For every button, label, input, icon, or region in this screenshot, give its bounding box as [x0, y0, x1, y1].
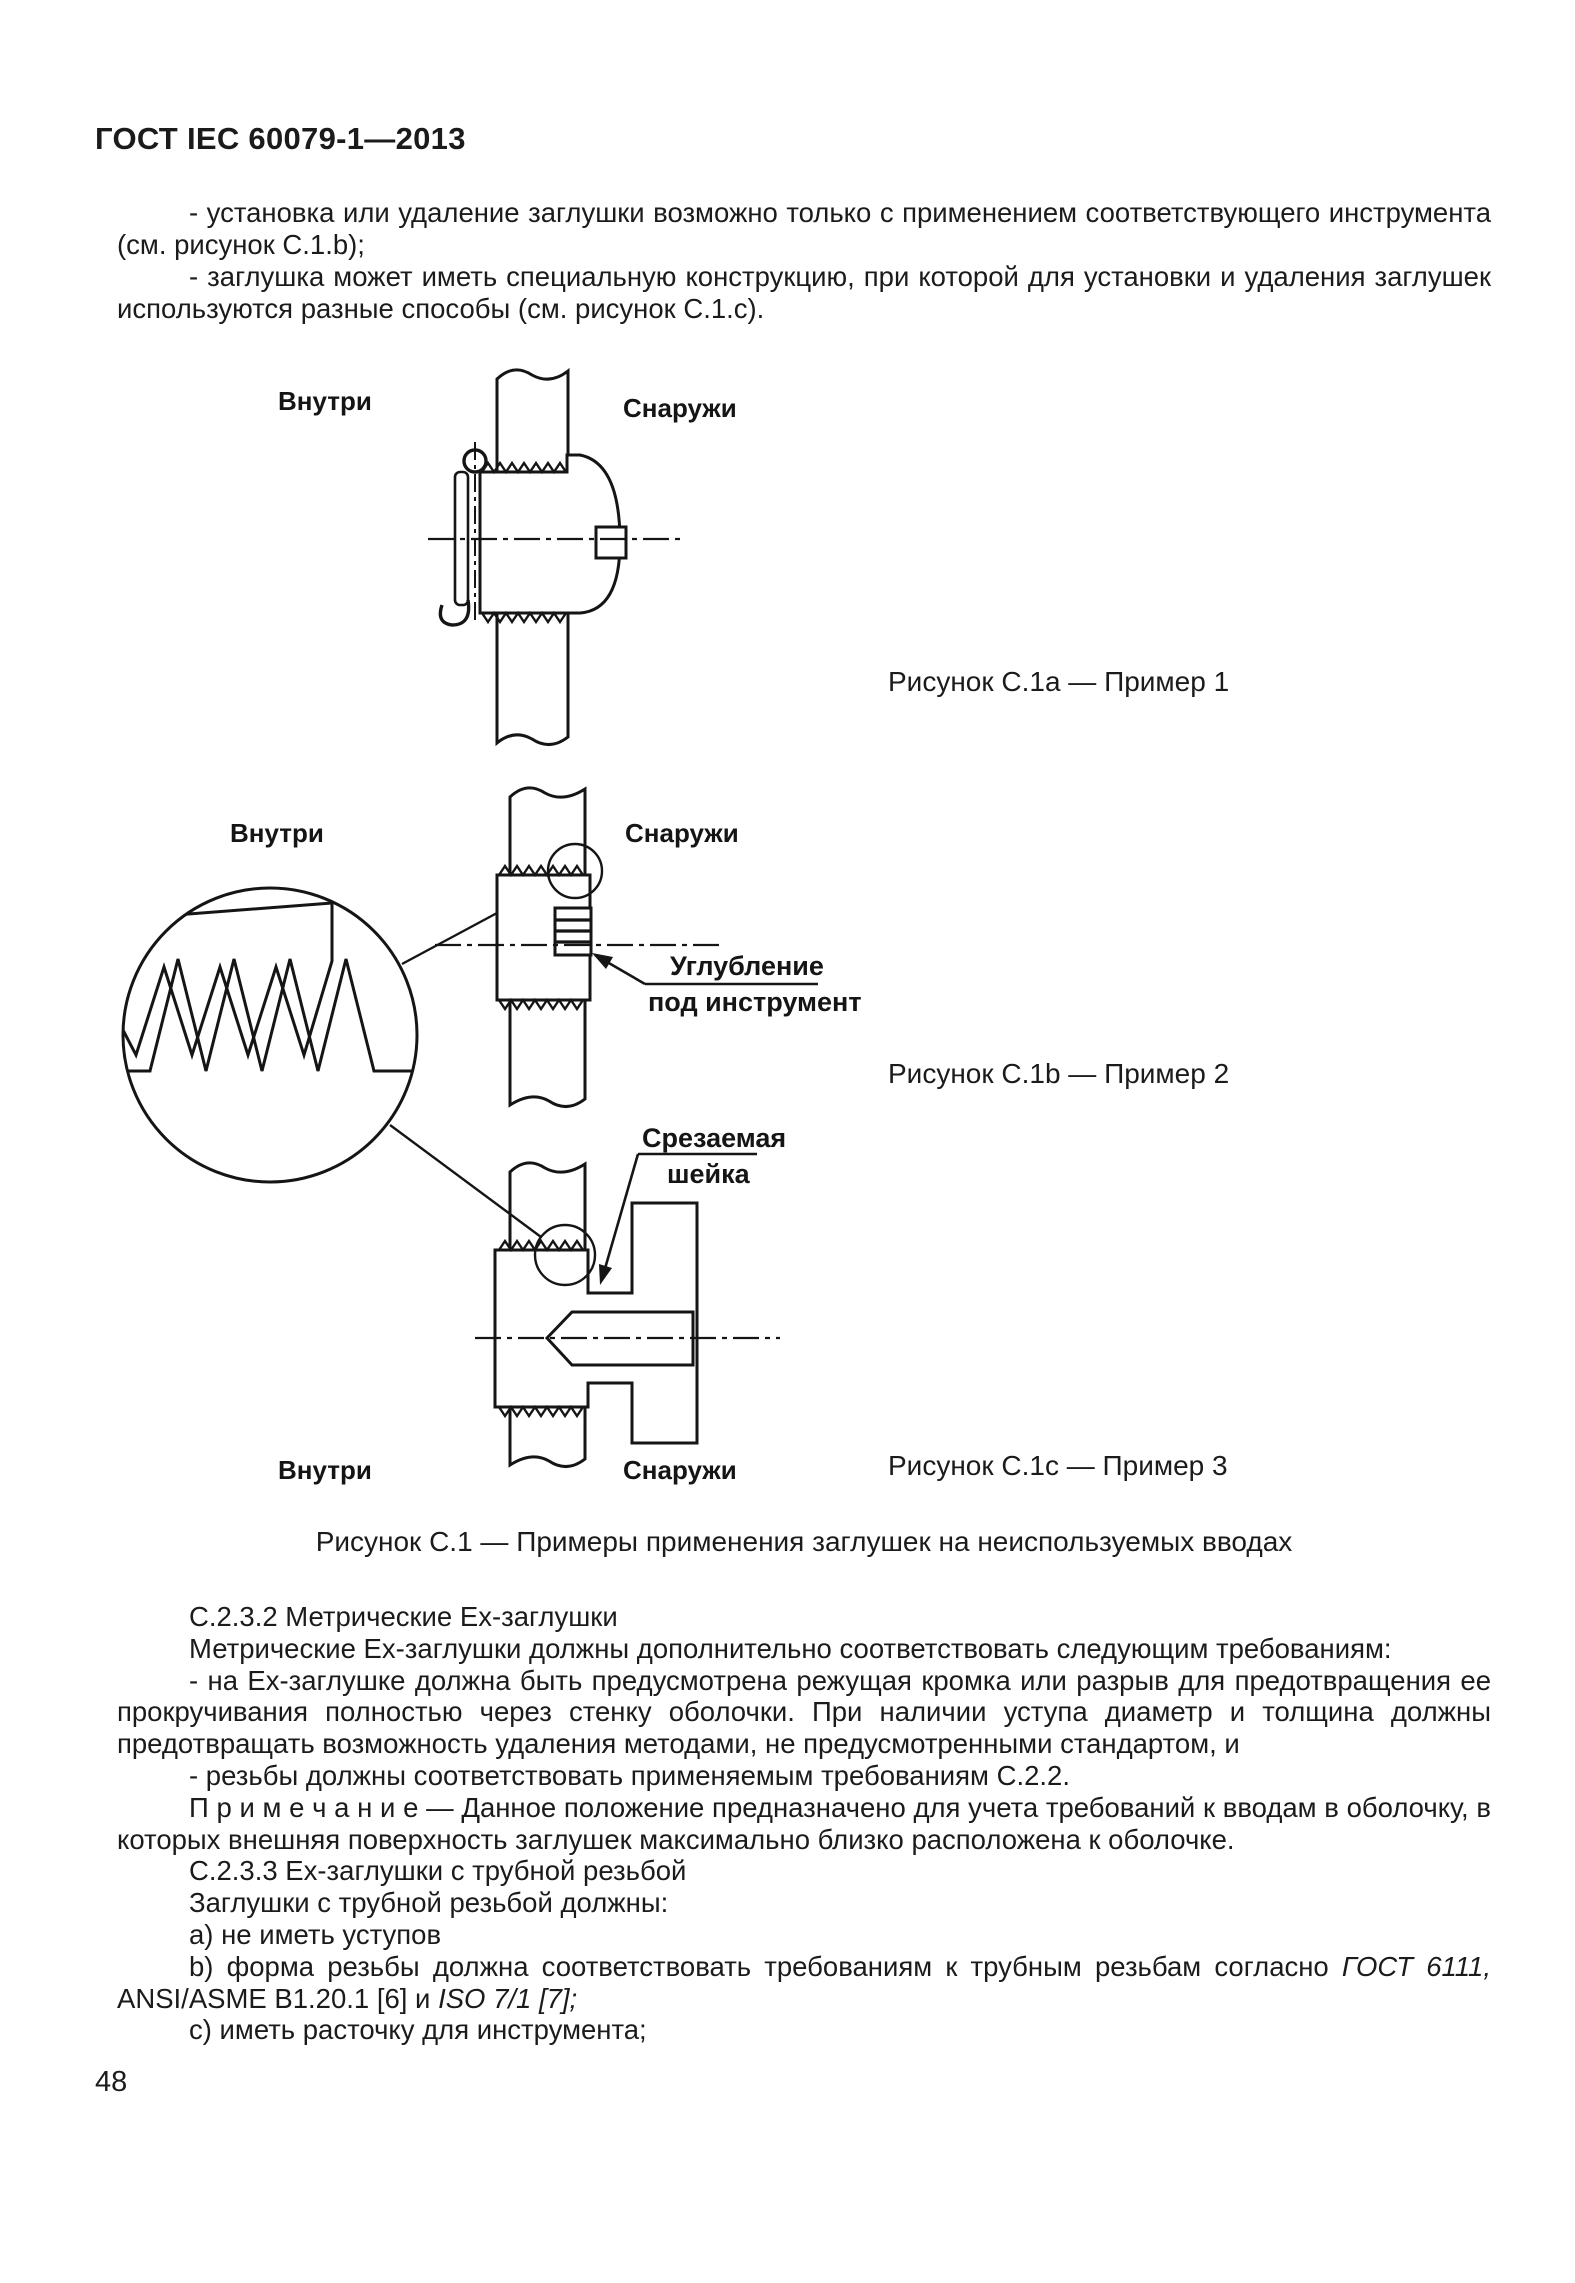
detail-leader-to-c: [389, 1124, 542, 1238]
list-item-b: b) форма резьбы должна соответствовать т…: [117, 1951, 1491, 2015]
section-232-title: С.2.3.2 Метрические Ex-заглушки: [189, 1601, 618, 1632]
detail-circle-b: [546, 842, 604, 900]
wall-section-b: [508, 786, 587, 1108]
list-item-b-ref-gost: ГОСТ 6111,: [1341, 1950, 1491, 1982]
caption-figure-c1c: Рисунок С.1с — Пример 3: [888, 1450, 1228, 1481]
callout-neck-line1: Срезаемая: [642, 1123, 786, 1153]
intro-paragraph-2: - заглушка может иметь специальную конст…: [117, 261, 1491, 324]
clip-curl-a: [438, 599, 471, 627]
figure-c1c-example3: Срезаемая шейка Внутри Снаружи: [278, 1123, 786, 1485]
section-233-title: С.2.3.3 Ex-заглушки с трубной резьбой: [189, 1855, 687, 1887]
detail-wall-thread: [123, 901, 334, 1061]
plug-body-c-hatch: [493, 1201, 699, 1445]
label-outside-a: Снаружи: [623, 393, 737, 423]
thread-edge-a-top: [481, 460, 567, 475]
list-item-b-mid: ANSI/ASME В1.20.1 [6] и: [117, 1982, 439, 2014]
label-outside-c: Снаружи: [623, 1455, 737, 1485]
section-232-note: П р и м е ч а н и е — Данное положение п…: [117, 1791, 1491, 1855]
page-number: 48: [95, 2066, 128, 2098]
section-232-item-2: - резьбы должны соответствовать применяе…: [189, 1759, 1070, 1791]
page-title: ГОСТ IEC 60079-1—2013: [95, 121, 466, 156]
label-outside-b: Снаружи: [625, 818, 739, 848]
callout-neck-line2: шейка: [667, 1159, 751, 1189]
intro-paragraph-1: - установка или удаление заглушки возмож…: [117, 197, 1491, 260]
section-233-intro: Заглушки с трубной резьбой должны:: [189, 1887, 669, 1919]
list-item-b-ref-iso: ISO 7/1 [7];: [438, 1982, 578, 2014]
callout-b-arrowhead: [592, 953, 613, 969]
list-item-b-text: b) форма резьбы должна соответствовать т…: [189, 1950, 1342, 1982]
section-232-item-1: - на Ex-заглушке должна быть предусмотре…: [117, 1664, 1491, 1760]
section-232-intro: Метрические Ex-заглушки должны дополните…: [189, 1632, 1392, 1664]
caption-figure-c1b: Рисунок С.1b — Пример 2: [888, 1058, 1230, 1089]
caption-figure-c1-main: Рисунок С.1 — Примеры применения заглуше…: [315, 1526, 1293, 1557]
detail-circle-c: [533, 1223, 597, 1287]
intro-paragraphs: - установка или удаление заглушки возмож…: [117, 197, 1491, 325]
list-item-c: с) иметь расточку для инструмента;: [189, 2014, 647, 2046]
thread-edge-b-top: [498, 863, 584, 878]
plug-slot-a: [594, 525, 628, 560]
thread-edge-b-bottom: [498, 997, 584, 1012]
callout-recess-line1: Углубление: [670, 951, 824, 981]
label-inside-a: Внутри: [278, 386, 372, 416]
thread-detail-zoom: [123, 901, 417, 1182]
callout-c-leader: [600, 1153, 640, 1280]
thread-edge-a-bottom: [481, 610, 567, 625]
figure-c1a-example1: Внутри Снаружи: [278, 367, 737, 747]
list-item-a: а) не иметь уступов: [189, 1918, 442, 1950]
plug-body-a: [480, 455, 620, 613]
label-inside-c: Внутри: [278, 1455, 372, 1485]
figure-c1-drawing: Внутри Снаружи: [121, 367, 862, 1485]
section-text: С.2.3.2 Метрические Ex-заглушки Метричес…: [117, 1601, 1491, 2046]
detail-plug-thread: [123, 958, 417, 1182]
callout-recess-line2: под инструмент: [648, 987, 862, 1017]
thread-edge-c-top: [498, 1238, 584, 1253]
callout-c-arrowhead: [599, 1264, 612, 1285]
label-inside-b: Внутри: [230, 818, 324, 848]
caption-figure-c1a: Рисунок С.1а — Пример 1: [888, 666, 1230, 697]
detail-zoom-circle: [121, 886, 419, 1184]
wall-section-c: [508, 1161, 587, 1468]
wall-section-a: [495, 367, 570, 747]
figure-c1b-example2: Углубление под инструмент Внутри Снаружи: [121, 786, 862, 1238]
thread-edge-c-bottom: [498, 1404, 584, 1419]
